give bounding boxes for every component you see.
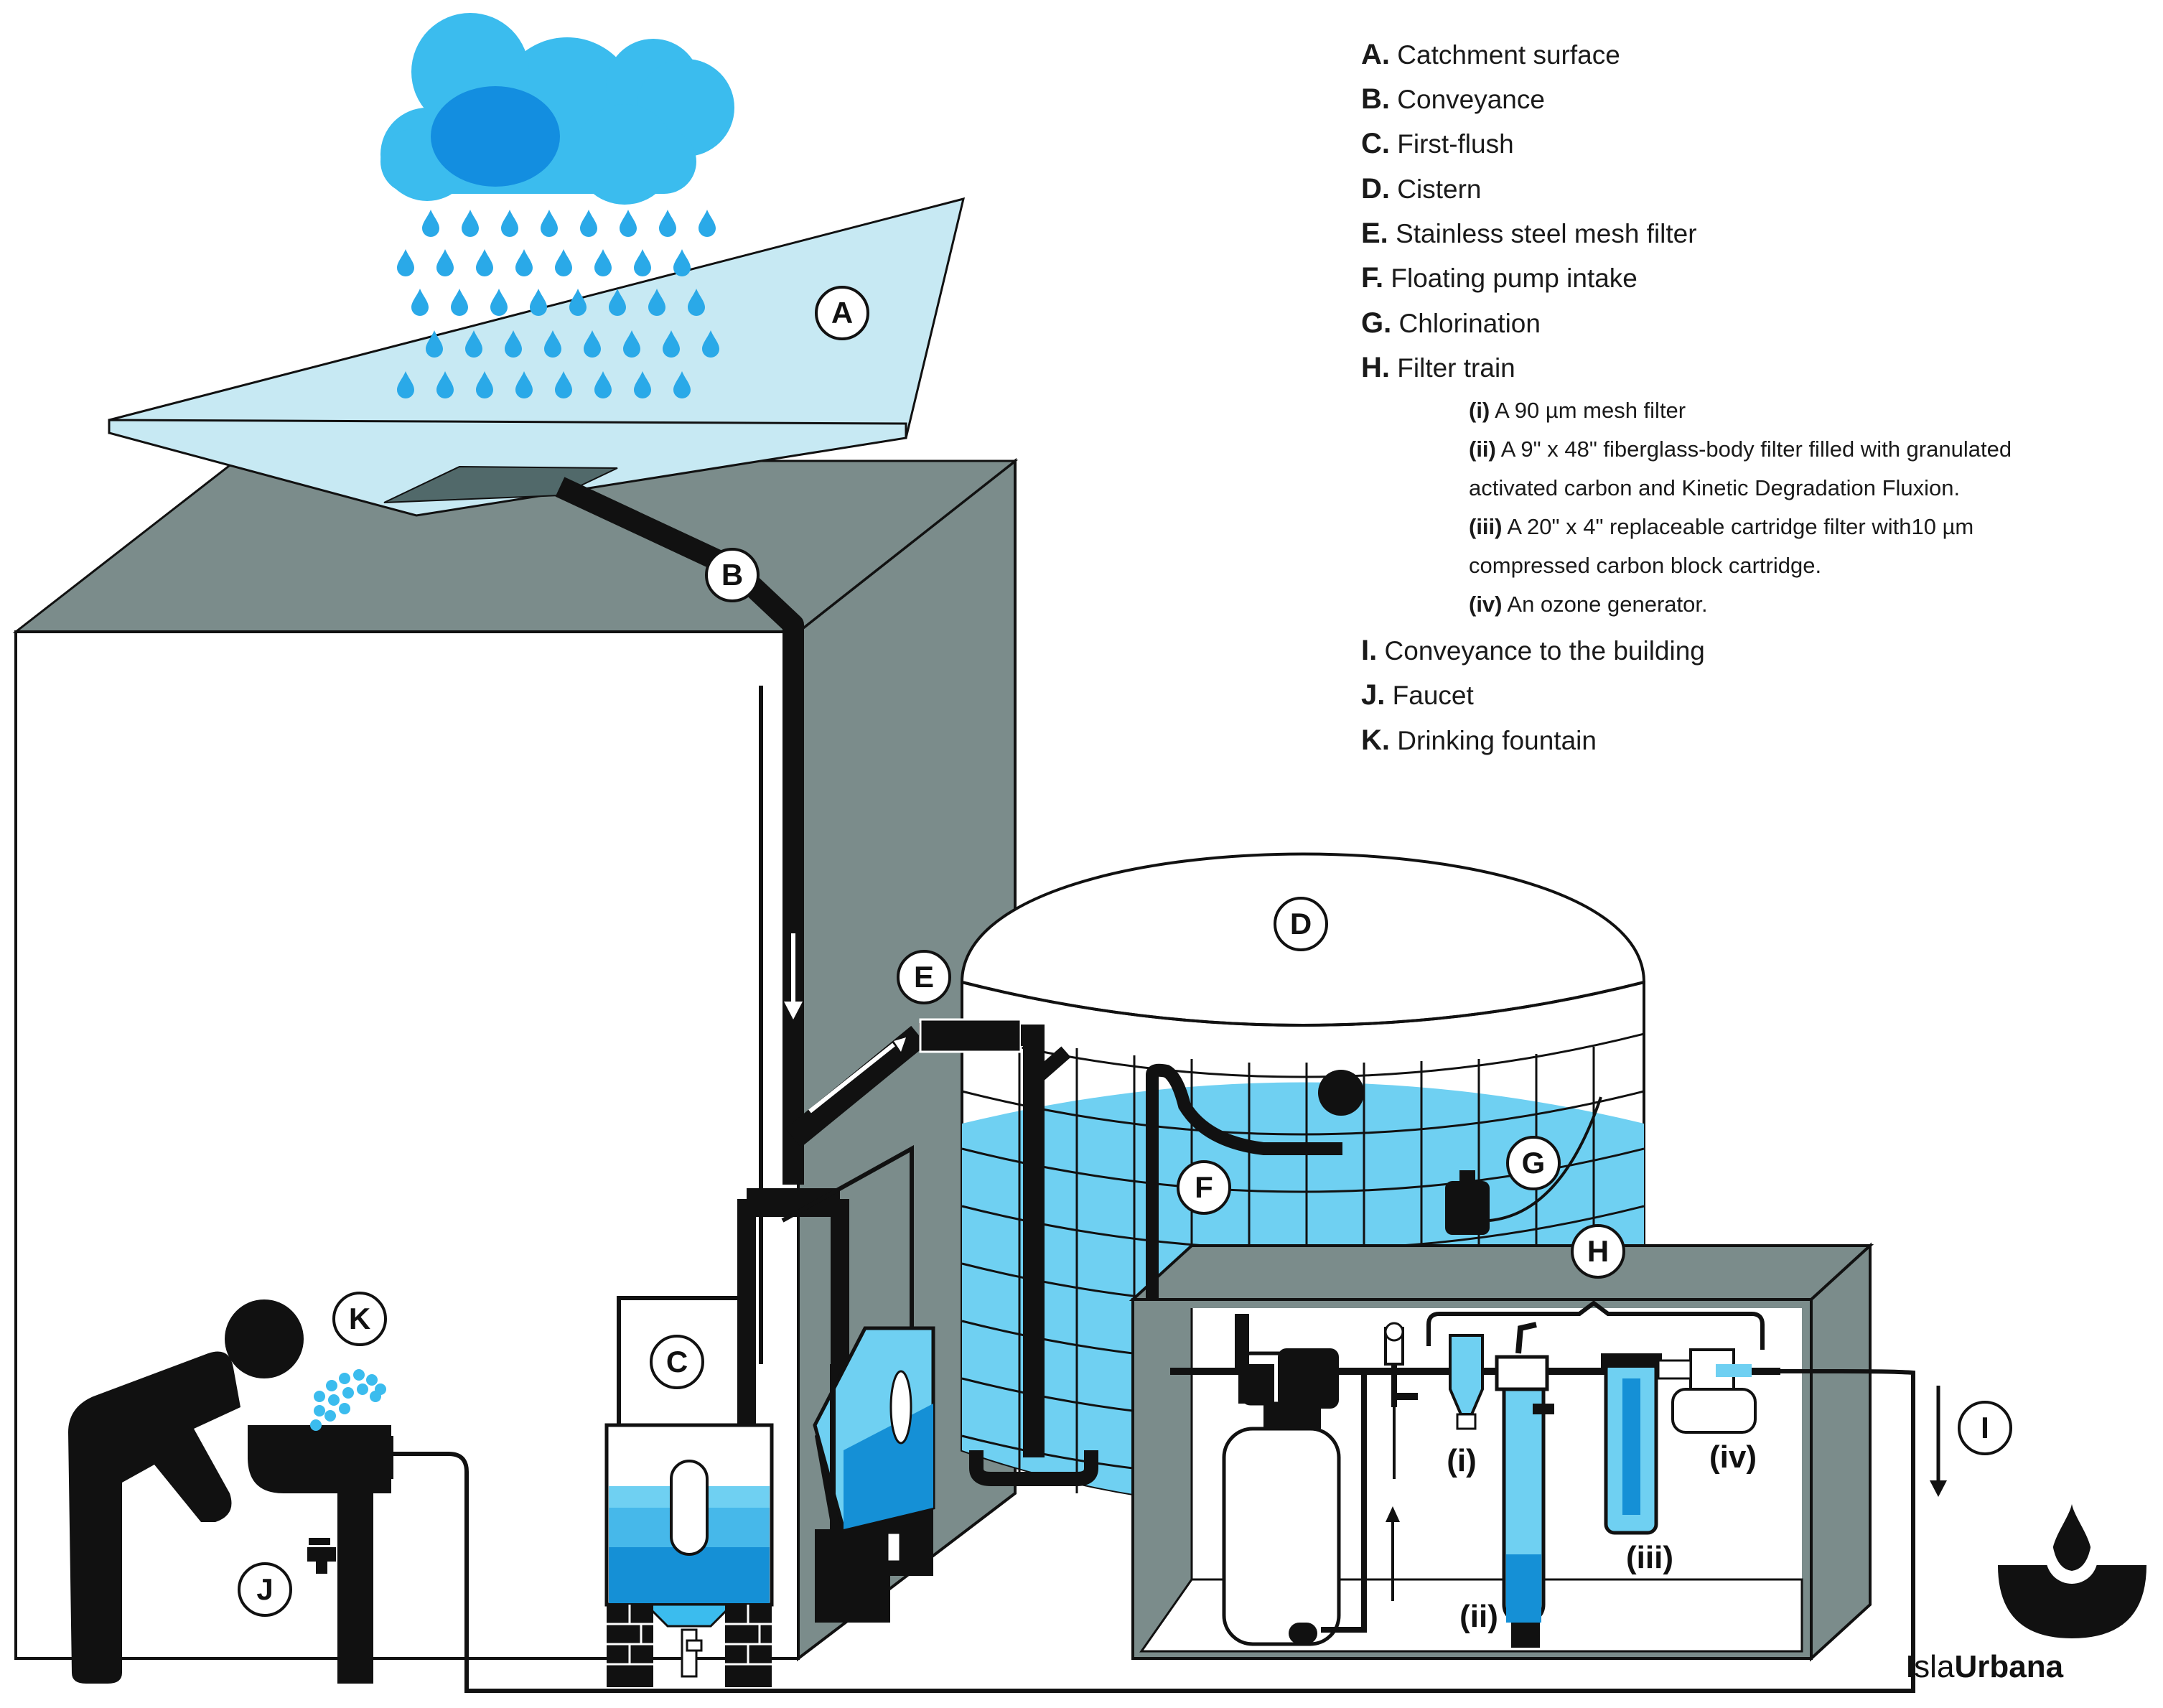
label-c: C bbox=[650, 1335, 704, 1389]
label-d: D bbox=[1274, 897, 1328, 951]
label-sub-iii: (iii) bbox=[1626, 1540, 1673, 1575]
water-spray bbox=[310, 1369, 386, 1431]
legend-item-d: D. Cistern bbox=[1361, 173, 1482, 205]
conveyance-arrow bbox=[1930, 1386, 1947, 1497]
drinking-fountain bbox=[248, 1425, 393, 1684]
first-flush-tank-2 bbox=[813, 1326, 935, 1623]
legend-item-g: G. Chlorination bbox=[1361, 307, 1541, 339]
label-f: F bbox=[1177, 1160, 1231, 1215]
rain-drops bbox=[397, 210, 719, 398]
chlorinator bbox=[1445, 1096, 1602, 1235]
legend-item-e: E. Stainless steel mesh filter bbox=[1361, 218, 1697, 249]
legend-item-f: F. Floating pump intake bbox=[1361, 262, 1638, 294]
legend-subitem-iii-cont: compressed carbon block cartridge. bbox=[1469, 553, 1822, 578]
cloud bbox=[380, 13, 734, 205]
brand-name: IslaUrbana bbox=[1905, 1649, 2064, 1684]
legend-item-a: A. Catchment surface bbox=[1361, 39, 1620, 70]
label-sub-i: (i) bbox=[1447, 1443, 1477, 1478]
label-k: K bbox=[332, 1292, 387, 1346]
legend-item-h: H. Filter train bbox=[1361, 352, 1515, 383]
legend-item-c: C. First-flush bbox=[1361, 128, 1514, 159]
legend-item-k: K. Drinking fountain bbox=[1361, 724, 1597, 756]
floating-pump-intake bbox=[1146, 1063, 1364, 1299]
legend-subitem-ii-cont: activated carbon and Kinetic Degradation… bbox=[1469, 475, 1961, 500]
legend-item-j: J. Faucet bbox=[1361, 679, 1474, 711]
mesh-filter bbox=[919, 1018, 1098, 1486]
isla-urbana-logo bbox=[1998, 1497, 2146, 1638]
legend-item-b: B. Conveyance bbox=[1361, 83, 1545, 115]
label-g: G bbox=[1506, 1136, 1561, 1190]
legend-subitem-ii: (ii) A 9" x 48" fiberglass-body filter f… bbox=[1469, 437, 2012, 462]
legend-subitem-i: (i) A 90 µm mesh filter bbox=[1469, 398, 1686, 423]
filter-train bbox=[393, 1300, 1915, 1693]
label-h: H bbox=[1571, 1224, 1625, 1279]
legend-item-i: I. Conveyance to the building bbox=[1361, 635, 1705, 666]
person-drinking bbox=[68, 1299, 304, 1684]
legend-subitem-iv: (iv) An ozone generator. bbox=[1469, 592, 1708, 617]
label-a: A bbox=[815, 286, 869, 340]
label-j: J bbox=[238, 1562, 292, 1617]
label-b: B bbox=[705, 548, 760, 602]
label-sub-ii: (ii) bbox=[1459, 1599, 1498, 1634]
label-i: I bbox=[1958, 1401, 2012, 1455]
legend-subitem-iii: (iii) A 20" x 4" replaceable cartridge f… bbox=[1469, 514, 1974, 539]
label-sub-iv: (iv) bbox=[1709, 1439, 1757, 1475]
label-e: E bbox=[897, 950, 951, 1004]
